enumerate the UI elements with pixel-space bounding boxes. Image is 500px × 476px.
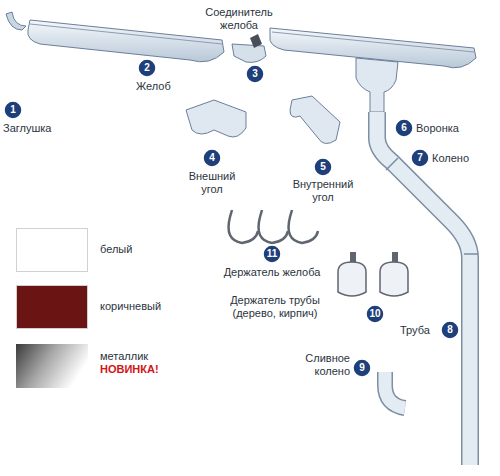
part-label: Колено — [432, 152, 469, 165]
callout-circles — [4, 59, 459, 377]
gutter — [28, 20, 224, 62]
legend-label: металлик — [100, 350, 148, 363]
callout-number: 7 — [411, 149, 429, 167]
gutter-rim — [30, 24, 222, 44]
part-label: Соединитель желоба — [198, 6, 280, 32]
pipe-holder-pin — [350, 252, 356, 262]
gutter-hook — [289, 210, 319, 243]
drain-elbow-outline — [385, 372, 405, 408]
pipe-holder-pin — [392, 252, 398, 262]
part-label: Желоб — [136, 80, 171, 93]
legend-label: коричневый — [100, 300, 161, 313]
pipe-joint — [386, 158, 478, 254]
drain-elbow — [385, 372, 405, 408]
callout-number: 5 — [314, 158, 332, 176]
part-label: Заглушка — [3, 122, 51, 135]
outer-angle — [186, 100, 246, 137]
callout-number: 2 — [138, 59, 156, 77]
pipe-holder — [380, 262, 408, 296]
gutter-connector — [232, 44, 266, 62]
part-label: Сливное колено — [278, 352, 350, 378]
legend-swatch — [16, 285, 88, 329]
pipe-holder — [338, 262, 366, 296]
gutter-rim — [272, 32, 474, 52]
part-label: Внутренний угол — [283, 178, 363, 204]
part-label: Держатель трубы (дерево, кирпич) — [218, 294, 332, 320]
end-cap — [6, 12, 26, 30]
part-label: Труба — [400, 324, 430, 337]
callout-number: 4 — [203, 149, 221, 167]
part-label: НОВИНКА! — [100, 363, 159, 376]
callout-number: 6 — [395, 119, 413, 137]
inner-angle — [290, 96, 340, 144]
part-label: Внешний угол — [182, 170, 242, 196]
callout-number: 1 — [4, 101, 22, 119]
callout-number: 8 — [441, 321, 459, 339]
callout-number: 3 — [246, 65, 264, 83]
gutter-hook — [229, 210, 259, 243]
part-label: Воронка — [416, 122, 459, 135]
callout-number: 10 — [366, 305, 384, 323]
callout-number: 11 — [263, 245, 281, 263]
legend-swatch — [16, 228, 88, 272]
gutter-hook — [259, 210, 289, 243]
part-label: Держатель желоба — [222, 266, 322, 279]
funnel — [356, 58, 398, 112]
metallic-swatch — [16, 344, 88, 388]
legend-label: белый — [100, 243, 132, 256]
connector-clip — [250, 34, 262, 48]
callout-number: 9 — [353, 359, 371, 377]
